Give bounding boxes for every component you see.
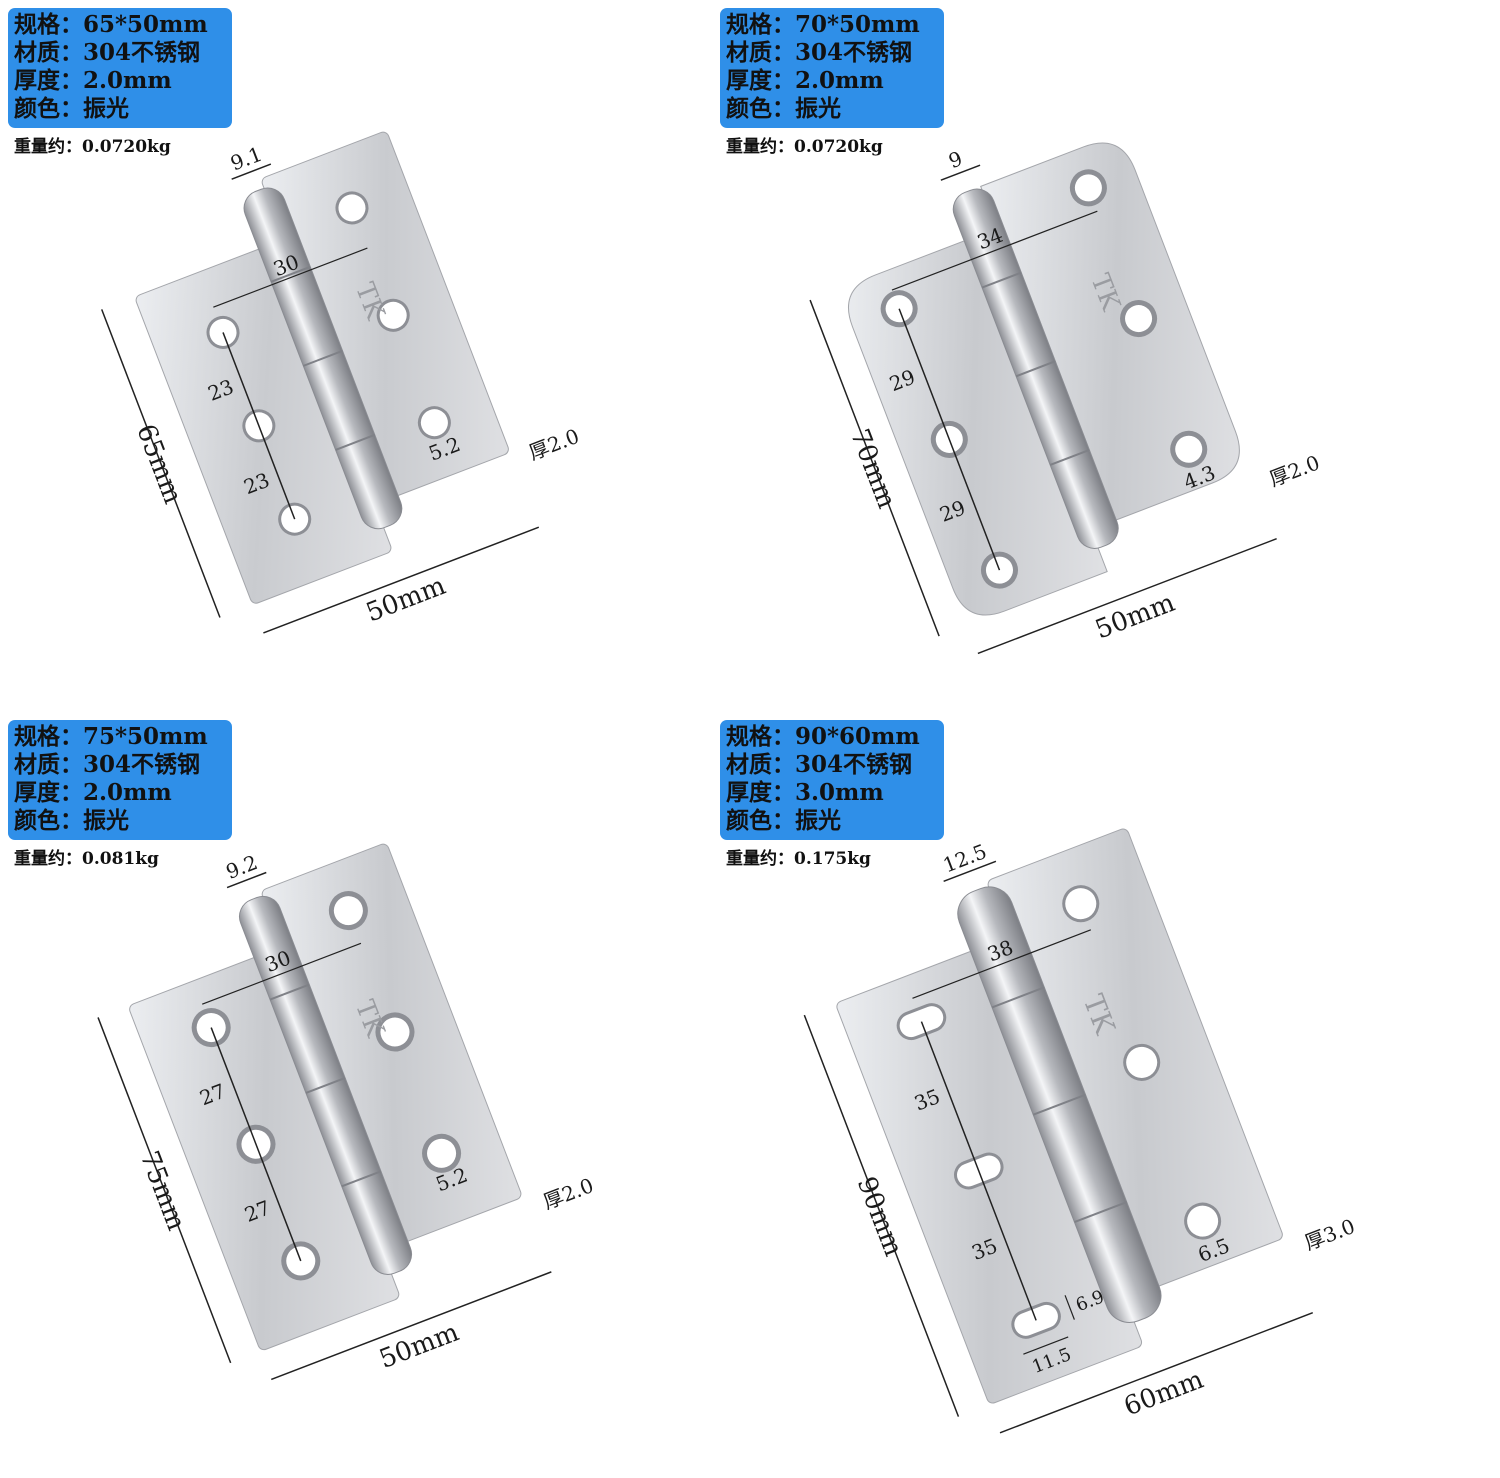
- dim-width: 50mm: [1091, 588, 1179, 646]
- spec-color: 颜色：振光: [14, 807, 129, 834]
- dim-height: 90mm: [851, 1173, 909, 1261]
- spec-color: 颜色：振光: [726, 95, 841, 122]
- dim-width: 50mm: [362, 571, 450, 629]
- product-panel-1: 规格：65*50mm 材质：304不锈钢 厚度：2.0mm 颜色：振光 重量约：…: [0, 0, 750, 739]
- weight-text: 重量约：0.081kg: [14, 849, 159, 869]
- weight-text: 重量约：0.0720kg: [726, 137, 883, 157]
- dim-pin: 9.2: [223, 850, 261, 884]
- dim-thickness: 厚2.0: [540, 1173, 597, 1214]
- spec-thickness: 厚度：2.0mm: [14, 67, 172, 94]
- dim-height: 70mm: [844, 425, 902, 513]
- spec-color: 颜色：振光: [726, 807, 841, 834]
- dim-thickness: 厚2.0: [525, 424, 582, 465]
- spec-label: 规格：90*60mm 材质：304不锈钢 厚度：3.0mm 颜色：振光: [720, 720, 944, 840]
- spec-size: 规格：65*50mm: [14, 11, 208, 38]
- spec-material: 材质：304不锈钢: [726, 751, 913, 778]
- spec-thickness: 厚度：2.0mm: [14, 779, 172, 806]
- dim-thickness: 厚2.0: [1266, 450, 1323, 491]
- hinge-illustration: TK 27 27 30 9.2 5.2 50mm 75mm 厚2.0: [97, 843, 597, 1381]
- hinge-illustration: TK 35 35 38 12.5 6.5 6.9 11.5 60mm 90mm …: [803, 828, 1358, 1434]
- spec-label: 规格：65*50mm 材质：304不锈钢 厚度：2.0mm 颜色：振光: [8, 8, 232, 128]
- dim-thickness: 厚3.0: [1301, 1214, 1358, 1255]
- product-panel-4: 规格：90*60mm 材质：304不锈钢 厚度：3.0mm 颜色：振光 重量约：…: [712, 712, 1462, 1451]
- dim-width: 60mm: [1120, 1365, 1208, 1423]
- product-panel-2: 规格：70*50mm 材质：304不锈钢 厚度：2.0mm 颜色：振光 重量约：…: [712, 0, 1462, 739]
- dim-pin: 9.1: [227, 142, 265, 176]
- spec-label: 规格：70*50mm 材质：304不锈钢 厚度：2.0mm 颜色：振光: [720, 8, 944, 128]
- spec-color: 颜色：振光: [14, 95, 129, 122]
- spec-size: 规格：75*50mm: [14, 723, 208, 750]
- dim-height: 65mm: [130, 420, 188, 508]
- spec-thickness: 厚度：3.0mm: [726, 779, 884, 806]
- dim-height: 75mm: [134, 1147, 192, 1235]
- dim-pin: 12.5: [940, 839, 990, 877]
- weight-text: 重量约：0.0720kg: [14, 137, 171, 157]
- spec-material: 材质：304不锈钢: [14, 39, 201, 66]
- spec-label: 规格：75*50mm 材质：304不锈钢 厚度：2.0mm 颜色：振光: [8, 720, 232, 840]
- spec-size: 规格：90*60mm: [726, 723, 920, 750]
- dim-width: 50mm: [375, 1317, 463, 1375]
- spec-size: 规格：70*50mm: [726, 11, 920, 38]
- hinge-illustration: TK 29 29 34 9 4.3 50mm 70mm 厚2.0: [809, 142, 1323, 655]
- weight-text: 重量约：0.175kg: [726, 849, 871, 869]
- spec-thickness: 厚度：2.0mm: [726, 67, 884, 94]
- spec-material: 材质：304不锈钢: [14, 751, 201, 778]
- product-panel-3: 规格：75*50mm 材质：304不锈钢 厚度：2.0mm 颜色：振光 重量约：…: [0, 712, 750, 1451]
- hinge-illustration: TK 23 23 30 9.1 5.2 50mm 65mm 厚2.0: [100, 131, 582, 634]
- spec-material: 材质：304不锈钢: [726, 39, 913, 66]
- dim-pin: 9: [945, 146, 965, 173]
